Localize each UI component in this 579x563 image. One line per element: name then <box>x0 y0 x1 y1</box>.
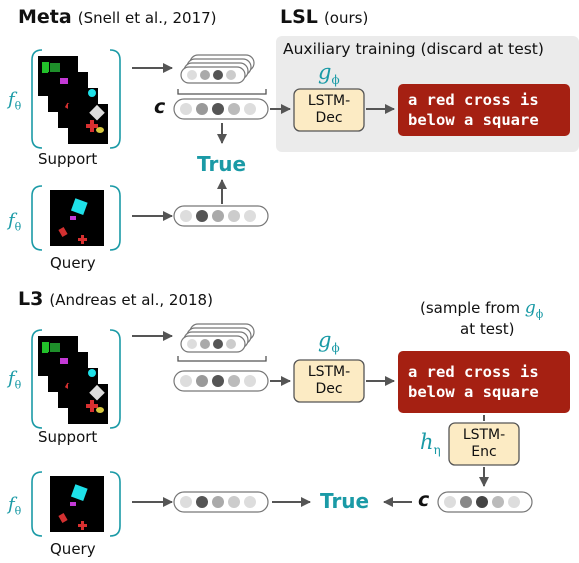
l3-support-label: Support <box>38 428 98 446</box>
lsl-g-phi: gϕ <box>318 60 340 88</box>
meta-heading: Meta (Snell et al., 2017) <box>18 8 217 27</box>
l3-sample-note-1: (sample from gϕ <box>420 298 544 321</box>
meta-title: Meta <box>18 6 72 28</box>
l3-language-embedding-c <box>437 491 533 513</box>
l3-lstm-encoder <box>448 422 520 466</box>
meta-support-bracket <box>31 49 43 149</box>
lsl-title: LSL <box>280 6 318 28</box>
lsl-heading: LSL (ours) <box>280 8 368 27</box>
l3-query-label: Query <box>50 540 96 558</box>
l3-true-label: True <box>320 489 370 513</box>
l3-support-embeddings <box>180 323 255 353</box>
l3-decoder-label: LSTM-Dec <box>307 364 351 397</box>
meta-support-images <box>38 56 108 144</box>
lsl-subtitle: (ours) <box>323 9 369 27</box>
meta-f-theta-query: fθ <box>8 210 22 234</box>
l3-heading: L3 (Andreas et al., 2018) <box>18 290 213 309</box>
l3-title: L3 <box>18 288 44 310</box>
lsl-lstm-decoder <box>293 88 365 132</box>
l3-g-phi: gϕ <box>318 328 340 356</box>
meta-query-embedding <box>173 205 269 227</box>
meta-true-label: True <box>197 152 247 176</box>
meta-f-theta-support: fθ <box>8 89 22 113</box>
meta-citation: (Snell et al., 2017) <box>77 9 217 27</box>
meta-support-label: Support <box>38 150 98 168</box>
l3-lstm-decoder <box>293 359 365 403</box>
lsl-decoder-label: LSTM-Dec <box>307 93 351 126</box>
l3-h-eta: hη <box>420 430 441 458</box>
lsl-caption-box <box>398 84 570 136</box>
l3-citation: (Andreas et al., 2018) <box>49 291 213 309</box>
meta-query-label: Query <box>50 254 96 272</box>
meta-support-embeddings <box>180 54 255 84</box>
l3-sample-note-2: at test) <box>460 320 515 338</box>
l3-f-theta-support: fθ <box>8 368 22 392</box>
l3-query-image <box>50 476 104 532</box>
l3-f-theta-query: fθ <box>8 494 22 518</box>
l3-query-embedding <box>173 491 269 513</box>
l3-c-label: c <box>418 489 430 511</box>
meta-c-label: c <box>154 96 166 118</box>
l3-caption-box <box>398 351 570 413</box>
lsl-aux-label: Auxiliary training (discard at test) <box>283 40 544 58</box>
l3-prototype-pill <box>173 370 269 392</box>
meta-prototype-c <box>173 98 269 120</box>
meta-query-image <box>50 190 104 246</box>
l3-support-images <box>38 336 108 424</box>
l3-encoder-label: LSTM-Enc <box>462 427 506 460</box>
